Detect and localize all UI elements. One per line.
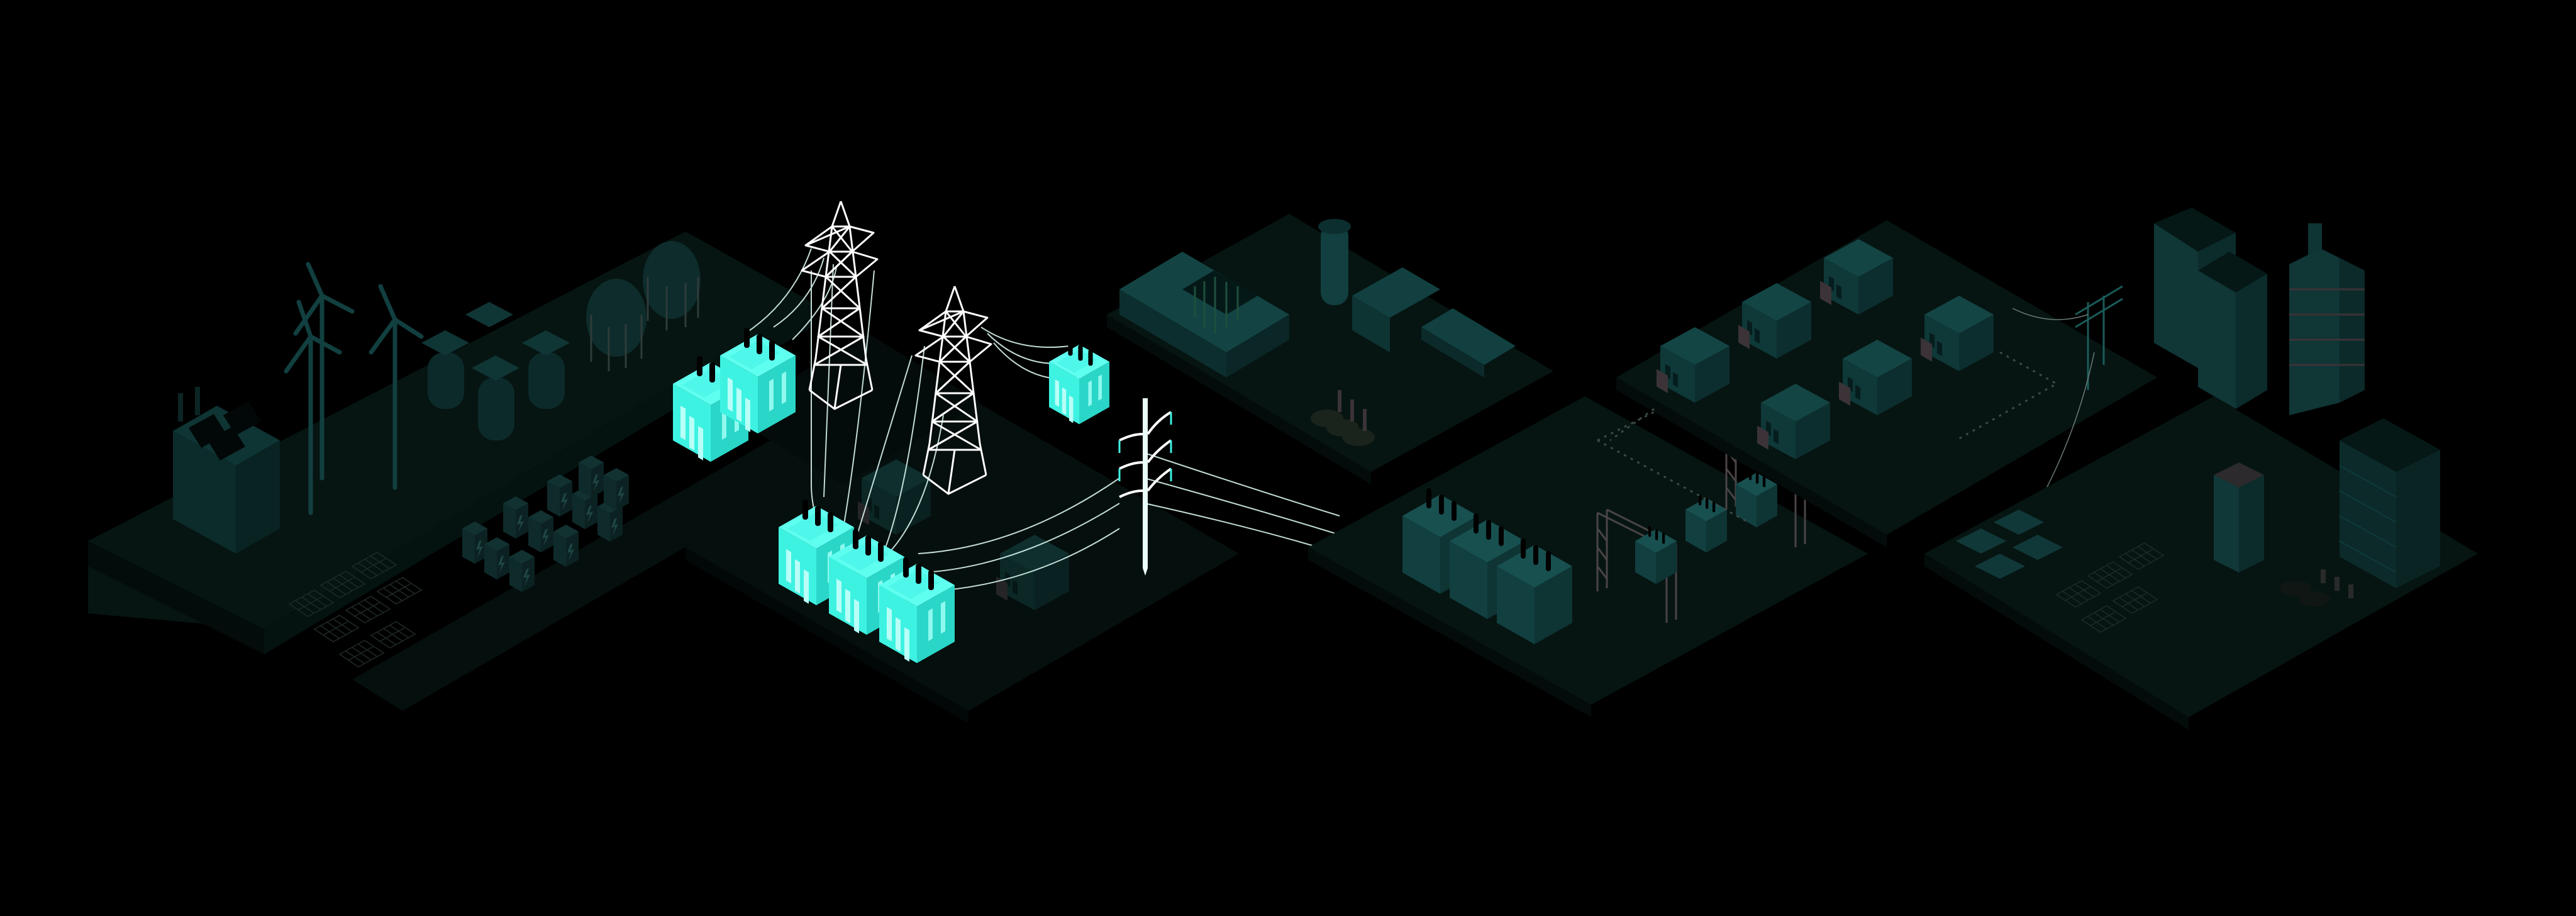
dotted-path-residential	[1609, 351, 2059, 442]
generators	[1311, 390, 1375, 446]
storage-tanks	[421, 302, 570, 440]
industry-zone	[1107, 214, 1553, 484]
city-rooftop-units	[1956, 510, 2063, 579]
city-zone	[1924, 208, 2478, 730]
transmission-zone	[673, 200, 1340, 723]
solar-house	[173, 387, 280, 554]
skyscraper-2	[2198, 252, 2267, 409]
residential-zone	[1609, 220, 2157, 547]
generation-zone	[88, 232, 843, 711]
gas-storage-spheres	[586, 241, 701, 371]
dotted-path	[1597, 395, 1749, 523]
distribution-pole	[1118, 398, 1172, 576]
small-tower	[2214, 462, 2264, 572]
residential-pole	[2012, 285, 2123, 517]
wind-turbines	[284, 262, 424, 515]
office-building	[2339, 418, 2440, 588]
substation-plate	[1308, 396, 1868, 705]
factory	[1119, 219, 1516, 377]
ev-chargers	[2280, 569, 2353, 606]
stepped-tower	[2289, 223, 2365, 415]
substation-zone	[1308, 395, 1868, 717]
power-lines	[745, 248, 1340, 592]
remote-transformer	[1049, 339, 1109, 425]
